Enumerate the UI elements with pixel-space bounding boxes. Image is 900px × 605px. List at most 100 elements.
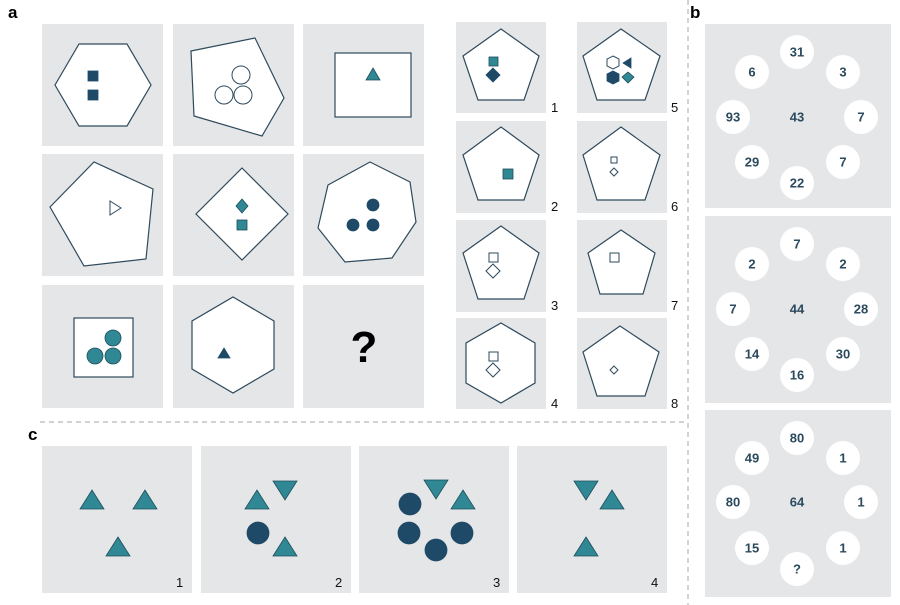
square-icon bbox=[87, 89, 99, 101]
number-circle bbox=[735, 247, 769, 281]
number-circle bbox=[826, 247, 860, 281]
number-circle bbox=[780, 227, 814, 261]
matrix-cell-4 bbox=[42, 154, 163, 276]
option-5[interactable]: 5 bbox=[577, 22, 678, 115]
circle-icon bbox=[397, 521, 421, 545]
option-number: 6 bbox=[671, 199, 678, 214]
matrix-cell-2 bbox=[173, 24, 294, 146]
circle-icon bbox=[104, 329, 122, 347]
number-circle bbox=[735, 441, 769, 475]
option-4[interactable]: 4 bbox=[456, 318, 558, 411]
matrix-cell-6 bbox=[303, 154, 424, 276]
square-icon bbox=[236, 219, 248, 231]
matrix-cell-3 bbox=[303, 24, 424, 146]
circle-icon bbox=[104, 347, 122, 365]
item-number: 1 bbox=[176, 575, 183, 590]
pentagon-shape bbox=[582, 28, 661, 101]
square-icon bbox=[87, 70, 99, 82]
missing-number: ? bbox=[793, 562, 801, 577]
option-2[interactable]: 2 bbox=[456, 121, 558, 214]
number-circle bbox=[826, 55, 860, 89]
square-icon bbox=[488, 56, 499, 67]
pentagon-shape bbox=[582, 126, 661, 201]
ring-number: 80 bbox=[726, 495, 740, 510]
ring-number: 2 bbox=[839, 257, 846, 272]
number-puzzles: 31 3 7 7 22 29 93 6 43 7 2 28 30 16 14 7… bbox=[705, 24, 891, 597]
pentagon-shape bbox=[462, 225, 540, 300]
square-icon bbox=[610, 156, 618, 164]
ring-number: 29 bbox=[745, 155, 759, 170]
ring-number: 28 bbox=[854, 302, 868, 317]
center-number: 44 bbox=[790, 302, 805, 317]
panel-background bbox=[42, 446, 192, 593]
panel-background bbox=[517, 446, 667, 593]
circle-icon bbox=[233, 85, 253, 105]
ring-number: 7 bbox=[729, 302, 736, 317]
ring-number: 7 bbox=[839, 155, 846, 170]
hexagon-shape bbox=[54, 43, 152, 127]
panel-label-a: a bbox=[8, 3, 18, 22]
ring-number: 30 bbox=[836, 347, 850, 362]
item-number: 4 bbox=[651, 575, 658, 590]
circle-icon bbox=[246, 521, 270, 545]
option-number: 3 bbox=[551, 298, 558, 313]
ring-number: 3 bbox=[839, 65, 846, 80]
ring-number: 22 bbox=[790, 176, 804, 191]
number-puzzle-2: 7 2 28 30 16 14 7 2 44 bbox=[705, 216, 891, 403]
square-icon bbox=[488, 351, 499, 362]
option-number: 7 bbox=[671, 298, 678, 313]
option-number: 8 bbox=[671, 396, 678, 411]
diamond-shape bbox=[195, 167, 289, 261]
triangle-icon bbox=[109, 200, 122, 216]
panel-label-b: b bbox=[690, 3, 700, 22]
circle-icon bbox=[86, 347, 104, 365]
triangle-up-icon bbox=[244, 489, 270, 510]
panel-label-c: c bbox=[28, 425, 37, 444]
hexagon-shape bbox=[191, 296, 275, 394]
circle-icon bbox=[214, 85, 234, 105]
ring-number: 7 bbox=[793, 237, 800, 252]
diamond-icon bbox=[485, 67, 501, 83]
triangle-up-icon bbox=[132, 489, 158, 510]
hexagon-icon bbox=[606, 70, 620, 85]
triangle-up-icon bbox=[272, 536, 298, 557]
number-circle bbox=[735, 55, 769, 89]
option-3[interactable]: 3 bbox=[456, 220, 558, 313]
panel-background bbox=[359, 446, 509, 593]
triangle-icon bbox=[217, 347, 231, 359]
circle-icon bbox=[366, 218, 380, 232]
option-number: 4 bbox=[551, 396, 558, 411]
pentagon-shape bbox=[49, 161, 154, 267]
answer-options: 1 2 3 4 5 bbox=[456, 22, 678, 411]
number-circle bbox=[716, 100, 750, 134]
diamond-icon bbox=[609, 365, 619, 375]
option-6[interactable]: 6 bbox=[577, 121, 678, 214]
matrix-cell-8 bbox=[173, 285, 294, 408]
option-8[interactable]: 8 bbox=[577, 318, 678, 411]
matrix-cell-7 bbox=[42, 285, 163, 408]
number-circle bbox=[735, 337, 769, 371]
matrix-cell-5 bbox=[173, 154, 294, 276]
sequence-item-2: 2 bbox=[201, 446, 351, 593]
center-number: 64 bbox=[790, 495, 805, 510]
square-icon bbox=[609, 252, 620, 263]
ring-number: 1 bbox=[839, 451, 846, 466]
option-1[interactable]: 1 bbox=[456, 22, 558, 115]
hexagon-shape bbox=[465, 322, 536, 404]
ring-number: 49 bbox=[745, 451, 759, 466]
number-ring: 31 3 7 7 22 29 93 6 bbox=[716, 35, 878, 200]
square-icon bbox=[488, 252, 499, 263]
ring-number: 6 bbox=[748, 65, 755, 80]
circle-icon bbox=[346, 218, 360, 232]
option-7[interactable]: 7 bbox=[577, 220, 678, 313]
number-circle bbox=[735, 145, 769, 179]
triangle-up-icon bbox=[79, 489, 105, 510]
ring-number: 1 bbox=[839, 541, 846, 556]
option-number: 5 bbox=[671, 100, 678, 115]
ring-number: 7 bbox=[857, 110, 864, 125]
triangle-icon bbox=[365, 67, 381, 81]
pentagon-shape bbox=[462, 28, 540, 101]
triangle-icon bbox=[622, 57, 632, 69]
triangle-up-icon bbox=[599, 489, 625, 510]
sequence-item-4: 4 bbox=[517, 446, 667, 593]
